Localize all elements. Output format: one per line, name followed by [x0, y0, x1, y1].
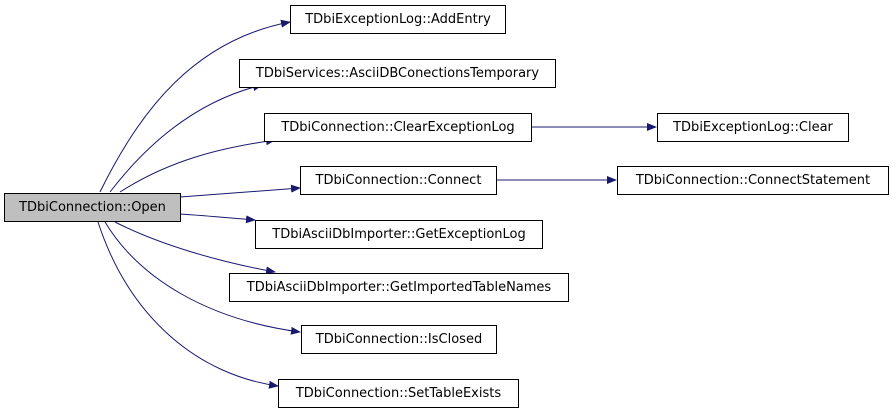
node-tdbiservices-asciidbconectionstemporary[interactable]: TDbiServices::AsciiDBConectionsTemporary [239, 59, 556, 88]
edge-open-getexceptionlog [179, 213, 256, 224]
node-tdbiconnection-clearexceptionlog[interactable]: TDbiConnection::ClearExceptionLog [264, 113, 532, 142]
edge-open-asciitemp [109, 83, 263, 193]
node-tdbiasciidbimporter-getimportedtablenames[interactable]: TDbiAsciiDbImporter::GetImportedTableNam… [229, 273, 569, 302]
node-tdbiconnection-connect[interactable]: TDbiConnection::Connect [300, 166, 497, 195]
edge-open-settableexists [97, 221, 279, 389]
node-tdbiexceptionlog-clear[interactable]: TDbiExceptionLog::Clear [657, 113, 849, 142]
node-tdbiconnection-settableexists[interactable]: TDbiConnection::SetTableExists [278, 379, 519, 408]
edge-open-addentry [99, 19, 291, 193]
node-tdbiconnection-open[interactable]: TDbiConnection::Open [4, 193, 181, 222]
edge-open-isclosed [104, 221, 301, 335]
edge-open-clearexceptionlog [119, 137, 276, 193]
node-tdbiconnection-connectstatement[interactable]: TDbiConnection::ConnectStatement [617, 166, 889, 195]
node-tdbiasciidbimporter-getexceptionlog[interactable]: TDbiAsciiDbImporter::GetExceptionLog [255, 220, 543, 249]
node-tdbiexceptionlog-addentry[interactable]: TDbiExceptionLog::AddEntry [290, 5, 506, 34]
node-tdbiconnection-isclosed[interactable]: TDbiConnection::IsClosed [301, 325, 497, 354]
edge-open-connect [179, 184, 301, 198]
edge-open-getimported [114, 221, 276, 275]
